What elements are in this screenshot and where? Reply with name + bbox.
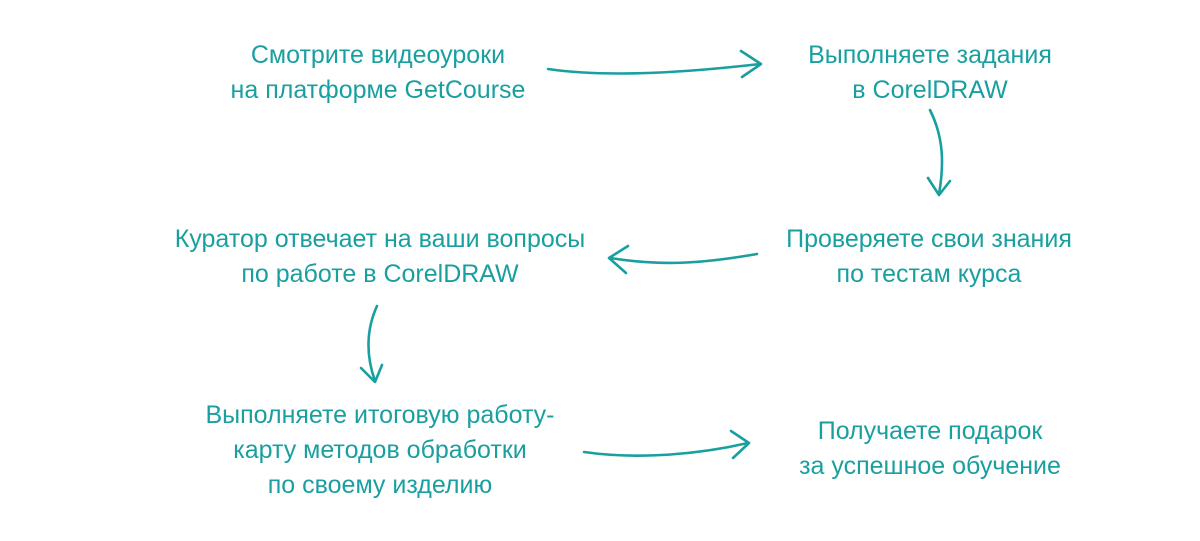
arrow-right-1-to-2: [546, 49, 763, 79]
step-5-line-2: карту методов обработки: [233, 436, 527, 464]
step-5-line-3: по своему изделию: [267, 471, 493, 499]
step-4-line-2: по работе в CorelDRAW: [241, 260, 519, 288]
step-1-line-1: Смотрите видеоуроки: [250, 41, 506, 69]
arrow-right-5-to-6: [582, 429, 751, 460]
step-2-do-tasks: Выполняете задания в CorelDRAW: [780, 38, 1080, 108]
arrow-left-3-to-4: [607, 244, 759, 275]
step-6-line-2: за успешное обучение: [799, 452, 1061, 480]
step-6-line-1: Получаете подарок: [817, 417, 1043, 445]
arrow-down-4-to-5: [359, 304, 384, 384]
step-3-check-knowledge: Проверяете свои знания по тестам курса: [778, 222, 1080, 292]
step-3-line-2: по тестам курса: [836, 260, 1022, 288]
step-5-line-1: Выполняете итоговую работу-: [205, 401, 555, 429]
step-6-get-gift: Получаете подарок за успешное обучение: [750, 414, 1110, 484]
step-2-line-1: Выполняете задания: [808, 41, 1052, 69]
step-5-final-work: Выполняете итоговую работу- карту методо…: [180, 398, 580, 503]
step-4-line-1: Куратор отвечает на ваши вопросы: [174, 225, 586, 253]
step-4-curator-answers: Куратор отвечает на ваши вопросы по рабо…: [160, 222, 600, 292]
step-1-watch-videos: Смотрите видеоуроки на платформе GetCour…: [228, 38, 528, 108]
step-1-line-2: на платформе GetCourse: [230, 76, 526, 104]
step-3-line-1: Проверяете свои знания: [786, 225, 1072, 253]
arrow-down-2-to-3: [926, 108, 952, 197]
step-2-line-2: в CorelDRAW: [852, 76, 1008, 104]
